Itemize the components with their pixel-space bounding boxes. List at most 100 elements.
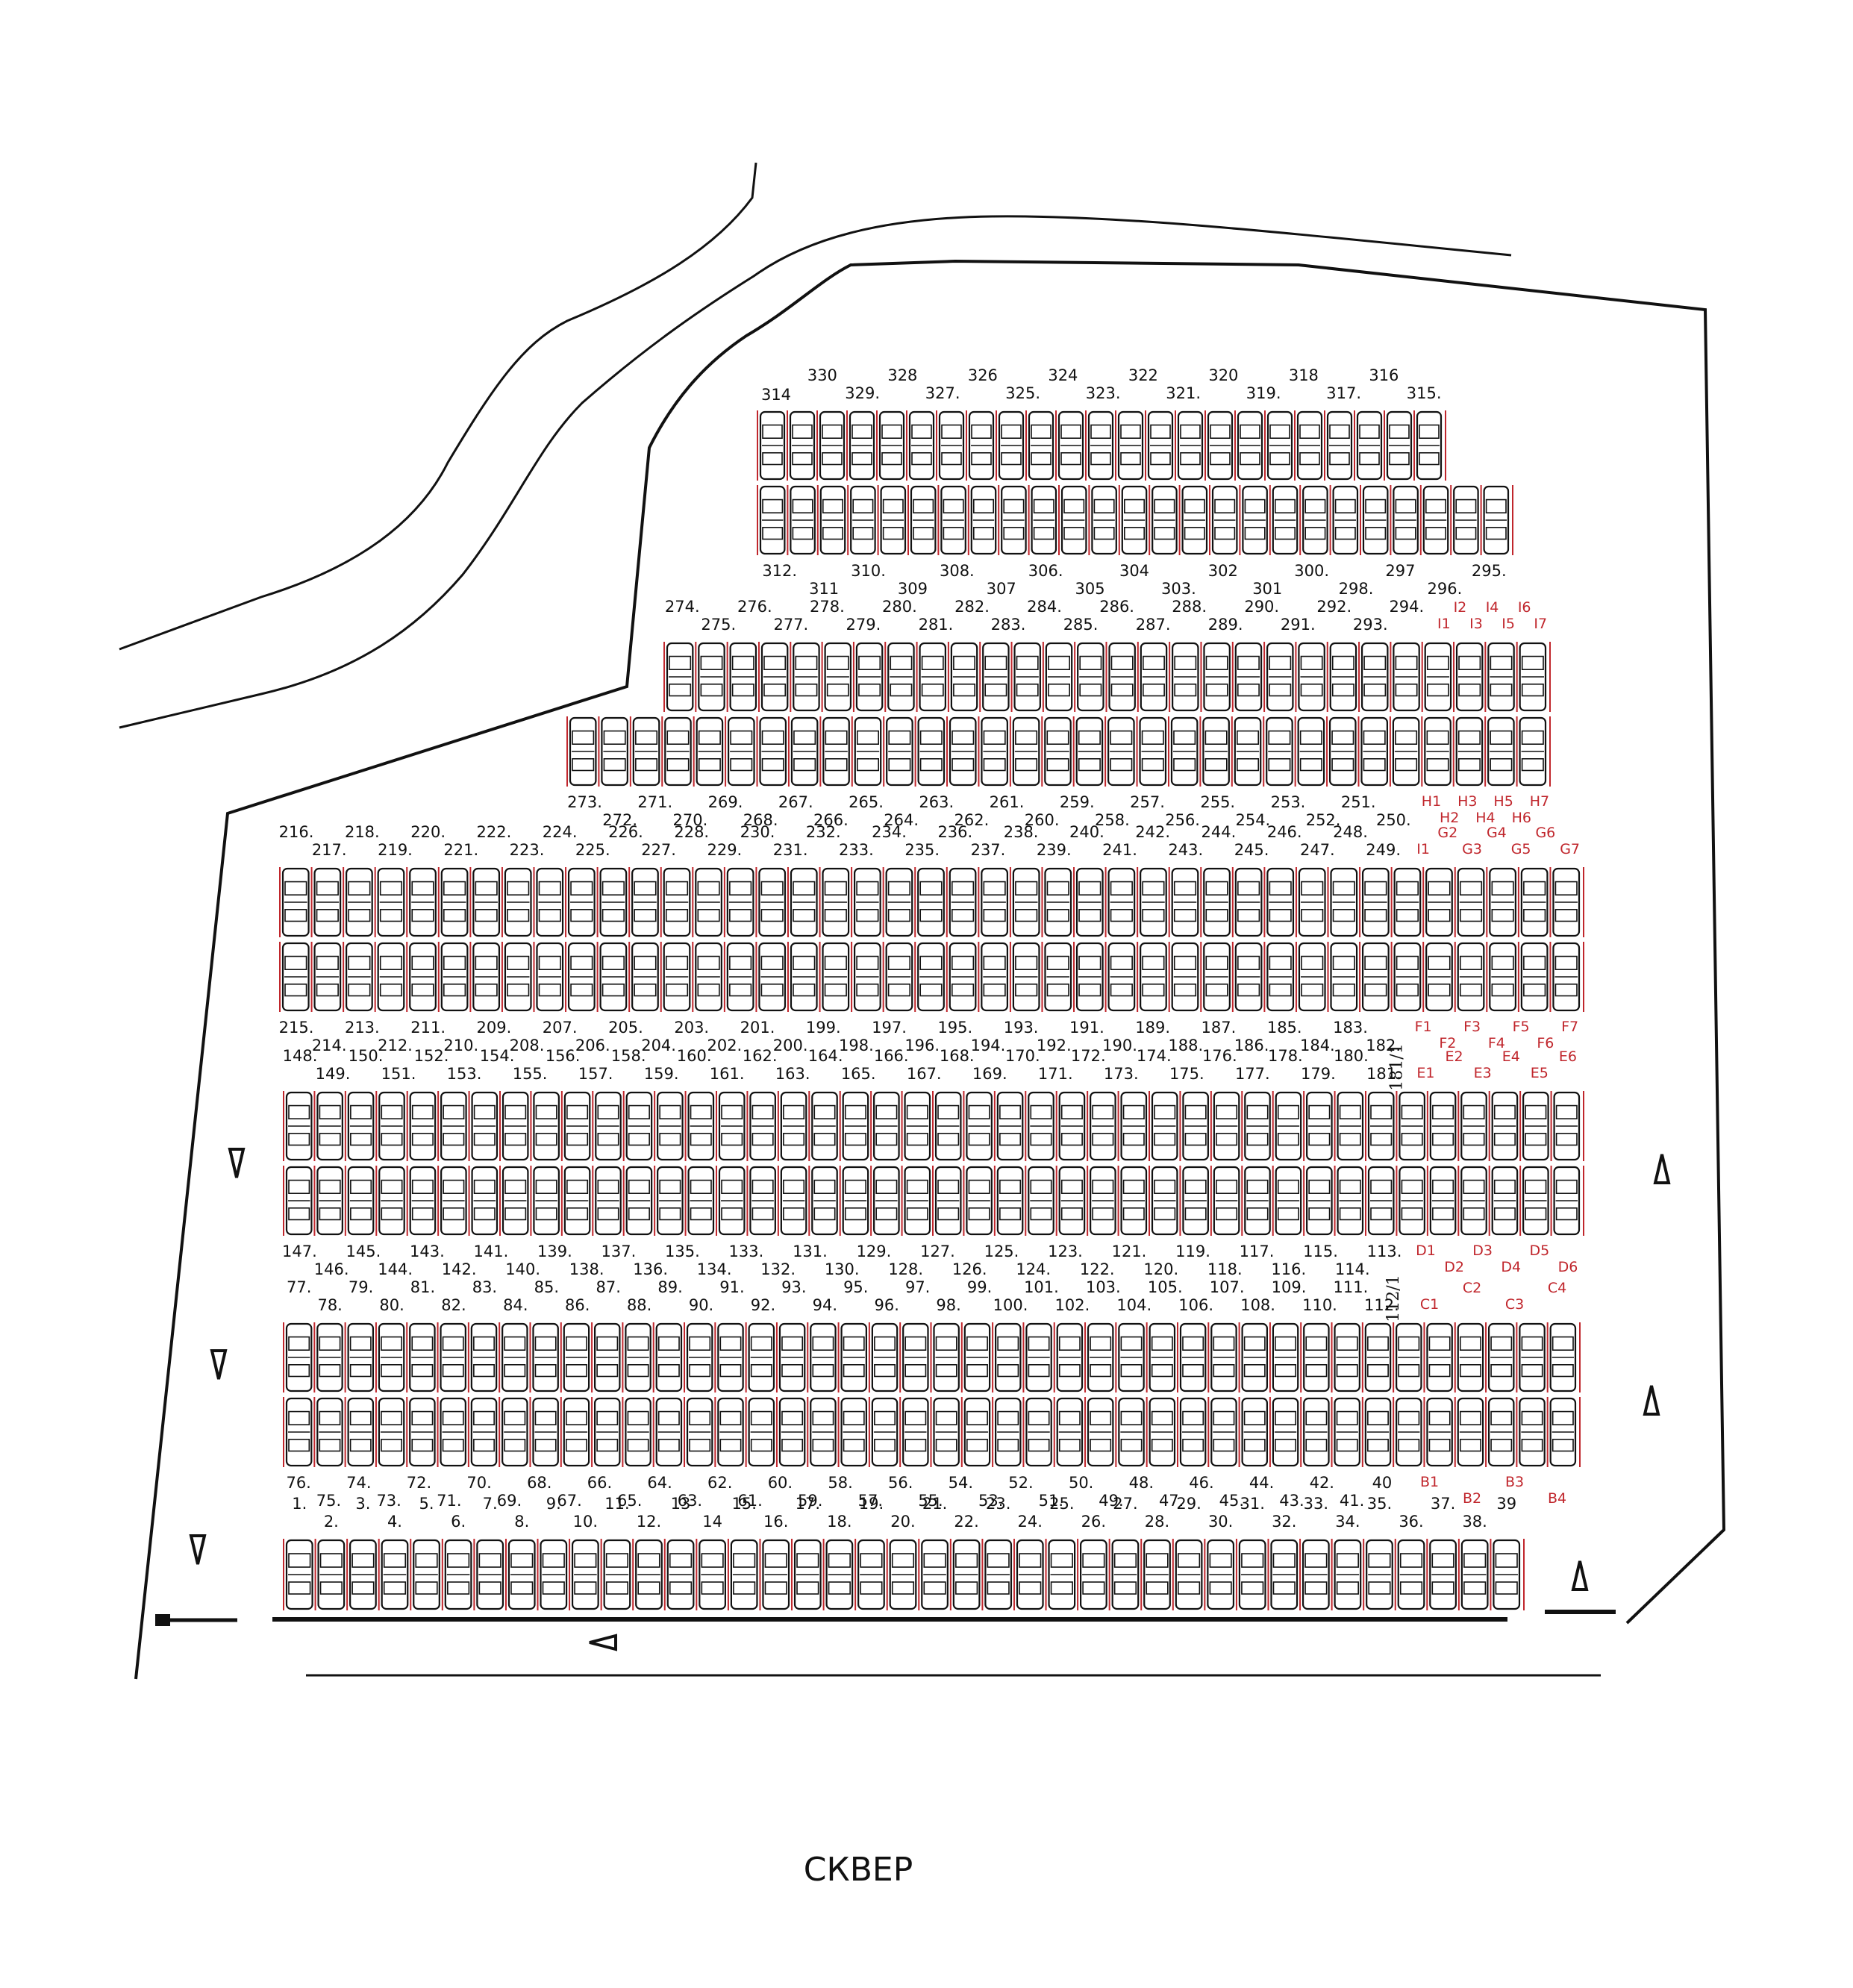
parking-stall [1294, 410, 1323, 481]
parking-stall [746, 1091, 776, 1161]
parking-stall [979, 642, 1010, 712]
stall-label: 41. [1340, 1492, 1364, 1510]
parking-stall [569, 1539, 599, 1610]
parking-stall [1022, 1397, 1052, 1467]
stall-label-red: G5 [1511, 841, 1531, 857]
stall-label: 11. [604, 1495, 629, 1513]
stall-label: 314 [761, 386, 791, 404]
stall-label: 130. [825, 1260, 860, 1278]
parking-stall [560, 1091, 591, 1161]
parking-stall [1354, 410, 1383, 481]
stall-label: 246. [1267, 823, 1302, 841]
parking-stall [1457, 1091, 1487, 1161]
parking-stall [501, 867, 532, 937]
stall-label: 318 [1289, 366, 1319, 384]
parking-stall [375, 1322, 405, 1392]
parking-stall [1084, 1397, 1114, 1467]
parking-stall [499, 1322, 528, 1392]
parking-stall [1516, 1397, 1546, 1467]
stall-label: 12. [637, 1513, 661, 1531]
parking-stall [1361, 1322, 1392, 1392]
parking-stall [746, 1166, 776, 1236]
parking-stall [821, 642, 852, 712]
parking-stall [1022, 1322, 1052, 1392]
stall-label: 52. [1008, 1474, 1033, 1492]
stall-label: 206. [575, 1037, 610, 1054]
arrow-down-icon [228, 1148, 246, 1178]
gate-marker [155, 1614, 237, 1626]
arrow-up-icon [1571, 1560, 1589, 1591]
parking-stall [727, 1539, 758, 1610]
stall-label-red: I3 [1469, 616, 1483, 632]
parking-stall [1516, 1322, 1546, 1392]
stall-label: 311 [809, 580, 839, 598]
stall-label: 129. [857, 1242, 892, 1260]
stall-label: 181. [1366, 1065, 1402, 1083]
parking-stall [1058, 485, 1087, 555]
stall-label: 93. [781, 1278, 806, 1296]
parking-stall [807, 1397, 837, 1467]
parking-stall [1486, 867, 1516, 937]
parking-stall [1390, 642, 1420, 712]
parking-row-row-2a [663, 642, 1551, 712]
parking-stall [1146, 1397, 1176, 1467]
stall-label: 3. [355, 1495, 370, 1513]
stall-label: 140. [505, 1260, 540, 1278]
stall-label: 233. [839, 841, 874, 859]
stall-label: 30. [1208, 1513, 1233, 1531]
parking-stall [726, 642, 757, 712]
parking-stall [560, 1397, 590, 1467]
stall-label: 56. [888, 1474, 913, 1492]
parking-stall [1009, 867, 1040, 937]
stall-label: 185. [1267, 1019, 1302, 1037]
stall-label: 218. [345, 823, 380, 841]
stall-label: 128. [888, 1260, 923, 1278]
parking-stall [946, 716, 977, 787]
parking-stall [1549, 867, 1581, 937]
parking-stall [1117, 1091, 1148, 1161]
parking-stall [884, 642, 915, 712]
stall-label: 324 [1048, 366, 1078, 384]
stall-label: 194. [971, 1037, 1006, 1054]
parking-stall [1199, 716, 1230, 787]
parking-stall [1104, 867, 1136, 937]
stall-label-red: B1 [1420, 1474, 1439, 1490]
stall-label: 169. [972, 1065, 1007, 1083]
parking-stall [978, 716, 1008, 787]
parking-stall [1269, 1322, 1299, 1392]
stall-label: 245. [1234, 841, 1269, 859]
stall-label: 211. [410, 1019, 446, 1037]
parking-stall [1010, 642, 1041, 712]
stall-label: 278. [810, 598, 845, 616]
parking-stall [628, 867, 659, 937]
parking-stall [566, 716, 597, 787]
stall-label: 287. [1136, 616, 1171, 634]
stall-label: 294. [1389, 598, 1424, 616]
stall-labels: 314330329.328327.326325.324323.322321.32… [279, 366, 1580, 1531]
parking-stall [283, 1091, 313, 1161]
stall-label: 107. [1210, 1278, 1245, 1296]
parking-stall [808, 1166, 838, 1236]
stall-label: 24. [1018, 1513, 1043, 1531]
stall-label: 15. [731, 1495, 756, 1513]
parking-stall [1087, 1091, 1116, 1161]
boundary-lines [119, 162, 1726, 1680]
labels-row-6: 1.2.3.4.5.6.7.8.9.10.11.12.131415.16.17.… [292, 1495, 1516, 1531]
stall-label: 14 [702, 1513, 722, 1531]
stall-label: 308. [940, 562, 975, 580]
stall-label: 69. [497, 1492, 522, 1510]
parking-stall [600, 1539, 631, 1610]
stall-label: 40 [1372, 1474, 1393, 1492]
stall-label: 64. [647, 1474, 672, 1492]
parking-row-row-5b [283, 1397, 1581, 1467]
stall-label: 42. [1310, 1474, 1334, 1492]
stall-label: 139. [537, 1242, 572, 1260]
parking-stall [907, 485, 937, 555]
stall-label: 172. [1071, 1047, 1106, 1065]
stall-label: 19. [859, 1495, 884, 1513]
stall-label: 216. [279, 823, 314, 841]
parking-stall [1200, 942, 1231, 1012]
parking-stall [530, 1091, 560, 1161]
stall-label: 38. [1462, 1513, 1487, 1531]
parking-stall [283, 1539, 313, 1610]
